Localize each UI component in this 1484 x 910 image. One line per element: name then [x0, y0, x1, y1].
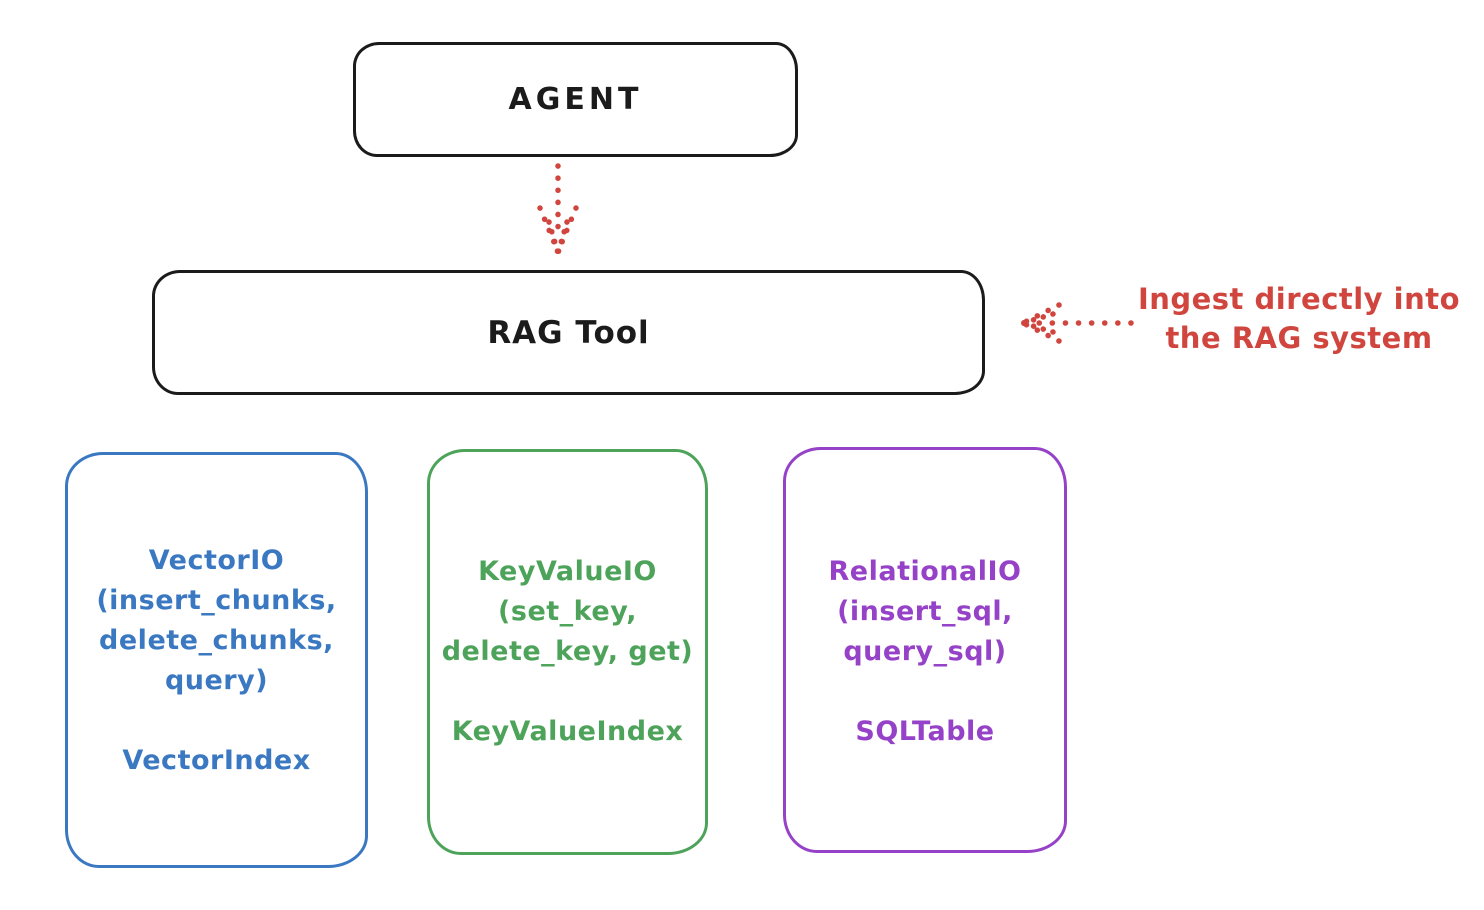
relationalio-methods-line1: (insert_sql,: [837, 596, 1013, 627]
vectorio-title: VectorIO: [148, 545, 285, 576]
keyvalueio-title: KeyValueIO: [478, 556, 657, 587]
relationalio-text: RelationalIO (insert_sql, query_sql) SQL…: [786, 450, 1064, 752]
relationalio-box: RelationalIO (insert_sql, query_sql) SQL…: [783, 447, 1067, 853]
vectorio-text: VectorIO (insert_chunks, delete_chunks, …: [68, 455, 365, 781]
vectorio-index-label: VectorIndex: [122, 745, 311, 776]
vectorio-methods-line2: delete_chunks,: [99, 625, 334, 656]
keyvalueio-index-label: KeyValueIndex: [451, 716, 684, 747]
relationalio-index-label: SQLTable: [855, 716, 995, 747]
keyvalueio-text: KeyValueIO (set_key, delete_key, get) Ke…: [430, 452, 705, 752]
rag-tool-label: RAG Tool: [487, 314, 650, 351]
keyvalueio-box: KeyValueIO (set_key, delete_key, get) Ke…: [427, 449, 708, 855]
agent-box: AGENT: [353, 42, 798, 157]
agent-to-ragtool-arrow-icon: [537, 163, 579, 256]
vectorio-box: VectorIO (insert_chunks, delete_chunks, …: [65, 452, 368, 868]
ingest-annotation: Ingest directly into the RAG system: [1120, 280, 1478, 358]
relationalio-methods-line2: query_sql): [843, 636, 1007, 667]
ingest-annotation-line1: Ingest directly into: [1137, 282, 1461, 316]
rag-tool-box: RAG Tool: [152, 270, 985, 395]
agent-label: AGENT: [508, 82, 643, 117]
ingest-annotation-line2: the RAG system: [1165, 321, 1433, 355]
vectorio-methods-line1: (insert_chunks,: [96, 585, 337, 616]
relationalio-title: RelationalIO: [828, 556, 1022, 587]
keyvalueio-methods-line1: (set_key,: [498, 596, 637, 627]
keyvalueio-methods-line2: delete_key, get): [441, 636, 694, 667]
ingest-annotation-arrow-icon: [1020, 302, 1134, 344]
vectorio-methods-line3: query): [164, 665, 269, 696]
